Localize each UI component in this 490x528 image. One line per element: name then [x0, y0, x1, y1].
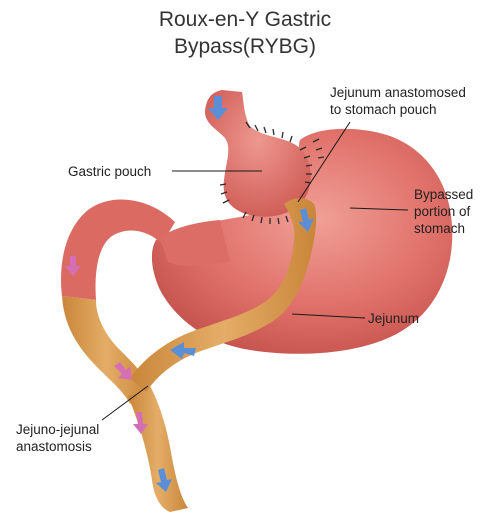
label-bypassed-line3: stomach [414, 220, 473, 237]
label-gastric-pouch: Gastric pouch [68, 163, 151, 180]
label-bypassed-line2: portion of [414, 203, 473, 220]
label-jejuno-jejunal-line2: anastomosis [16, 438, 99, 455]
label-jejunum-anastomosed: Jejunum anastomosed to stomach pouch [330, 84, 466, 118]
label-jejuno-jejunal-anastomosis: Jejuno-jejunal anastomosis [16, 421, 99, 455]
diagram-title-line1: Roux-en-Y Gastric [0, 8, 490, 32]
label-bypassed-stomach: Bypassed portion of stomach [414, 186, 473, 237]
label-bypassed-line1: Bypassed [414, 186, 473, 203]
biliopancreatic-limb [62, 296, 150, 404]
diagram-title-line2: Bypass(RYBG) [0, 35, 490, 59]
common-channel [128, 386, 188, 512]
label-jejunum: Jejunum [368, 310, 419, 327]
label-jejunum-anastomosed-line1: Jejunum anastomosed [330, 84, 466, 101]
label-jejunum-anastomosed-line2: to stomach pouch [330, 101, 466, 118]
label-jejuno-jejunal-line1: Jejuno-jejunal [16, 421, 99, 438]
